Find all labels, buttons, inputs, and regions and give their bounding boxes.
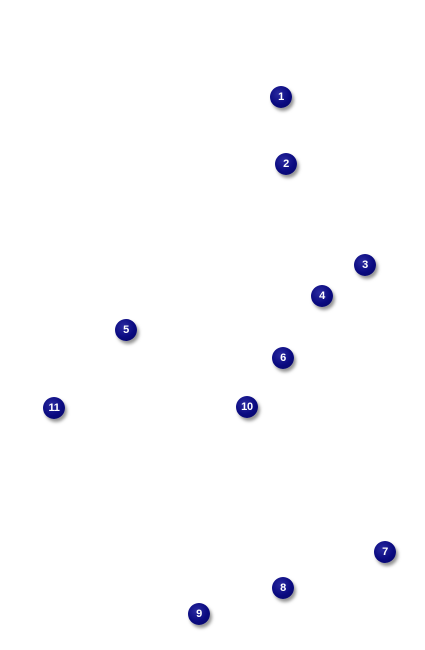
marker-5[interactable]: 5 [115,319,137,341]
marker-9[interactable]: 9 [188,603,210,625]
marker-6[interactable]: 6 [272,347,294,369]
marker-4[interactable]: 4 [311,285,333,307]
marker-10[interactable]: 10 [236,396,258,418]
marker-7[interactable]: 7 [374,541,396,563]
marker-1[interactable]: 1 [270,86,292,108]
marker-11[interactable]: 11 [43,397,65,419]
marker-3[interactable]: 3 [354,254,376,276]
marker-8[interactable]: 8 [272,577,294,599]
marker-2[interactable]: 2 [275,153,297,175]
